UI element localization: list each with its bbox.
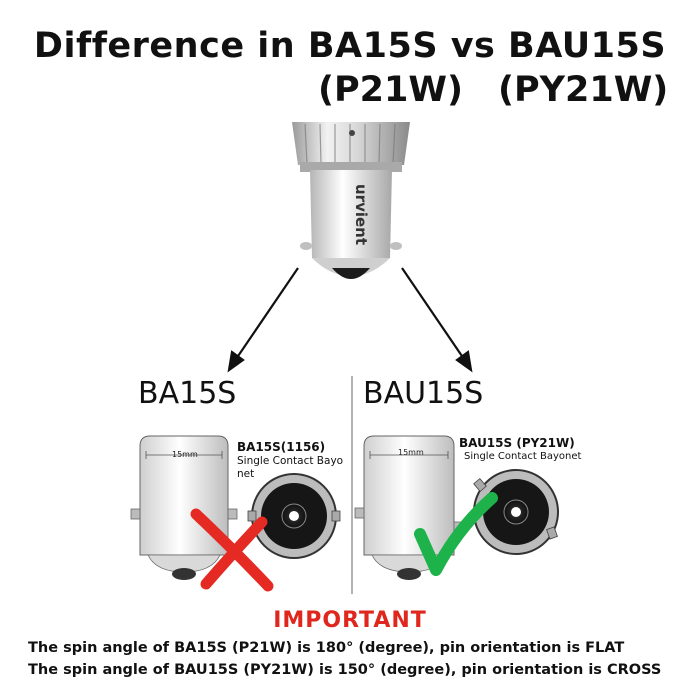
arrow-left <box>227 267 299 373</box>
ba15s-spec-desc: Single Contact Bayo net <box>237 455 344 480</box>
title-right-code: (PY21W) <box>498 70 669 110</box>
important-heading: IMPORTANT <box>273 608 427 633</box>
brand-text: urvient <box>352 184 370 245</box>
bau15s-spec-desc: Single Contact Bayonet <box>464 451 582 462</box>
ba15s-end-view <box>247 473 341 559</box>
arrow-right <box>401 267 473 373</box>
ba15s-dimension: 15mm <box>172 450 198 459</box>
bau15s-end-view <box>473 469 559 555</box>
title-left-code: (P21W) <box>318 70 463 110</box>
ba15s-label: BA15S <box>138 376 237 411</box>
bau15s-side-view <box>354 435 464 580</box>
bau15s-dimension: 15mm <box>398 448 424 457</box>
led-bulb-image <box>292 122 410 279</box>
bau15s-label: BAU15S <box>363 376 484 411</box>
title: Difference in BA15S vs BAU15S <box>33 26 667 66</box>
ba15s-spec-title: BA15S(1156) <box>237 440 326 454</box>
correct-check-icon <box>414 492 498 576</box>
incorrect-x-icon <box>190 508 274 592</box>
note-bau15s: The spin angle of BAU15S (PY21W) is 150°… <box>28 662 662 678</box>
bau15s-spec-title: BAU15S (PY21W) <box>459 436 575 450</box>
note-ba15s: The spin angle of BA15S (P21W) is 180° (… <box>28 640 625 656</box>
